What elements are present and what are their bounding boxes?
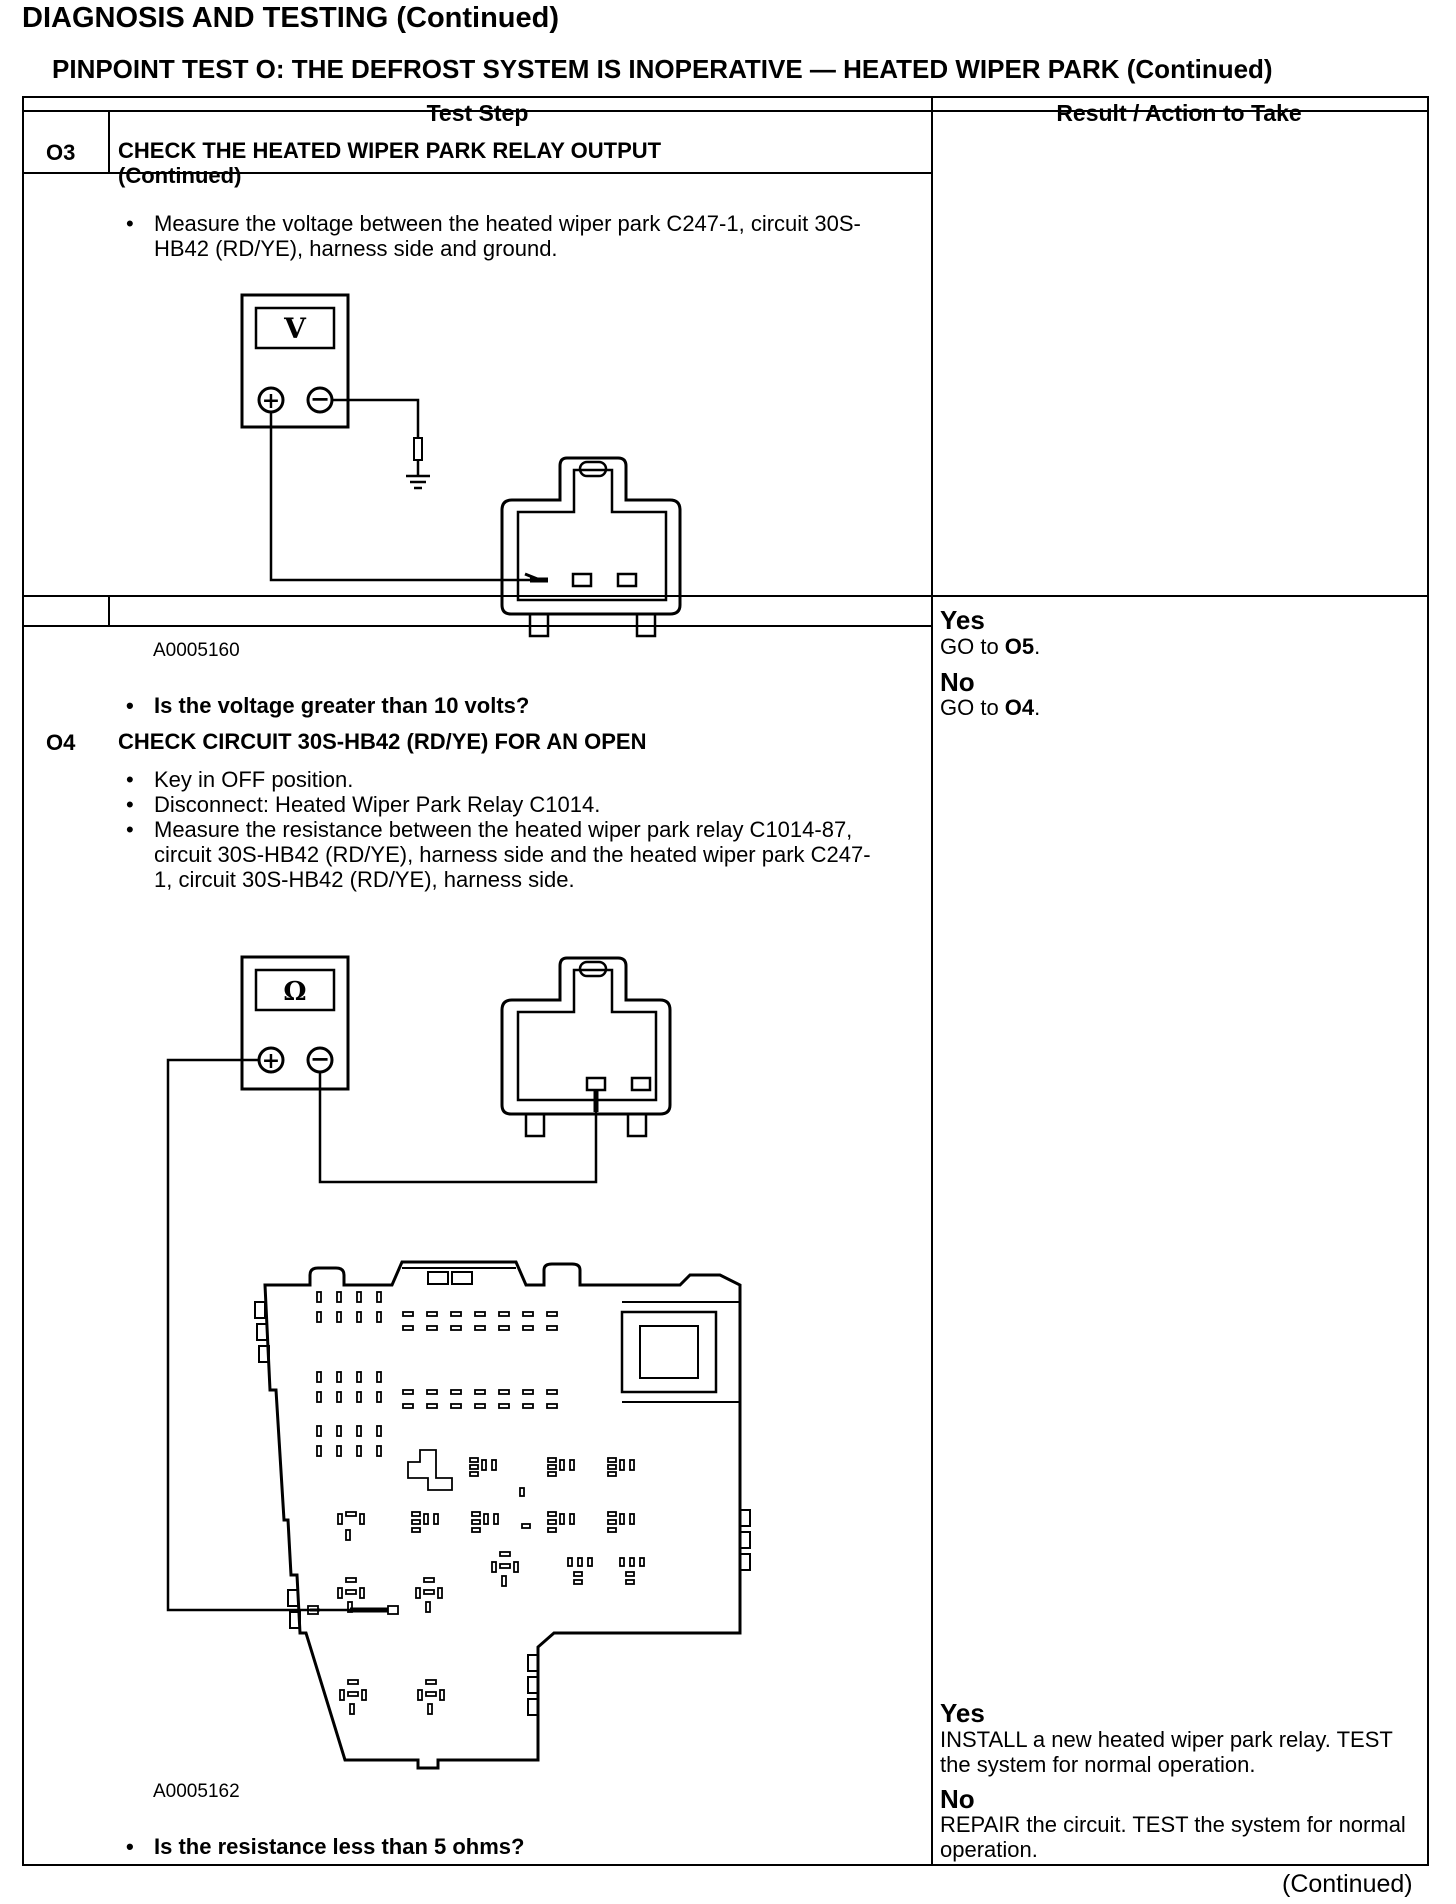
o3-no-label: No <box>940 667 975 697</box>
step-number-o3: O3 <box>46 140 76 165</box>
page-title: DIAGNOSIS AND TESTING (Continued) <box>22 2 560 34</box>
o3-title-divider <box>24 172 931 174</box>
step-o3-instructions: Measure the voltage between the heated w… <box>116 211 896 261</box>
step-title-o3: CHECK THE HEATED WIPER PARK RELAY OUTPUT… <box>118 138 662 188</box>
o3-num-divider <box>108 112 110 172</box>
instruction-item: Measure the resistance between the heate… <box>116 817 876 892</box>
instruction-item: Measure the voltage between the heated w… <box>116 211 896 261</box>
svg-text:−: − <box>310 384 330 413</box>
column-divider <box>931 98 933 1864</box>
step-title-o4: CHECK CIRCUIT 30S-HB42 (RD/YE) FOR AN OP… <box>118 729 647 754</box>
column-header-test-step: Test Step <box>426 100 529 126</box>
svg-text:+: + <box>262 1048 280 1074</box>
instruction-item: Key in OFF position. <box>116 767 876 792</box>
o4-no-action: REPAIR the circuit. TEST the system for … <box>940 1812 1406 1862</box>
o3-no-action: GO to O4. <box>940 695 1041 720</box>
multimeter-body <box>240 955 350 1091</box>
svg-text:+: + <box>262 388 280 414</box>
o3-yes-action: GO to O5. <box>940 634 1041 659</box>
continued-label: (Continued) <box>1282 1870 1413 1898</box>
meter-symbol-v: V <box>283 312 307 345</box>
pinpoint-test-title: PINPOINT TEST O: THE DEFROST SYSTEM IS I… <box>52 54 1273 84</box>
figure-id-o4: A0005162 <box>153 1781 240 1802</box>
header-divider <box>24 110 1427 112</box>
column-header-result: Result / Action to Take <box>1056 100 1302 126</box>
multimeter-body <box>240 293 350 429</box>
figure-id-o3: A0005160 <box>153 640 240 661</box>
o3-no-target: O4 <box>1004 695 1035 720</box>
step-o4-instructions: Key in OFF position. Disconnect: Heated … <box>116 767 876 892</box>
o4-no-label: No <box>940 1784 975 1814</box>
voltage-test-diagram: V + − <box>240 293 682 638</box>
o4-row-divider <box>24 595 1427 597</box>
o3-yes-target: O5 <box>1004 634 1035 659</box>
meter-symbol-ohm: Ω <box>283 977 306 1007</box>
step-o3-question: Is the voltage greater than 10 volts? <box>116 693 529 719</box>
test-table <box>22 96 1429 1866</box>
o4-yes-label: Yes <box>940 1698 985 1728</box>
instruction-item: Disconnect: Heated Wiper Park Relay C101… <box>116 792 876 817</box>
step-o4-question: Is the resistance less than 5 ohms? <box>116 1834 524 1860</box>
o4-num-divider <box>108 597 110 625</box>
resistance-test-diagram: Ω + − <box>166 955 751 1770</box>
o3-yes-label: Yes <box>940 605 985 635</box>
svg-text:−: − <box>310 1044 330 1073</box>
o4-yes-action: INSTALL a new heated wiper park relay. T… <box>940 1727 1393 1777</box>
o4-title-divider <box>24 625 931 627</box>
step-number-o4: O4 <box>46 730 76 755</box>
